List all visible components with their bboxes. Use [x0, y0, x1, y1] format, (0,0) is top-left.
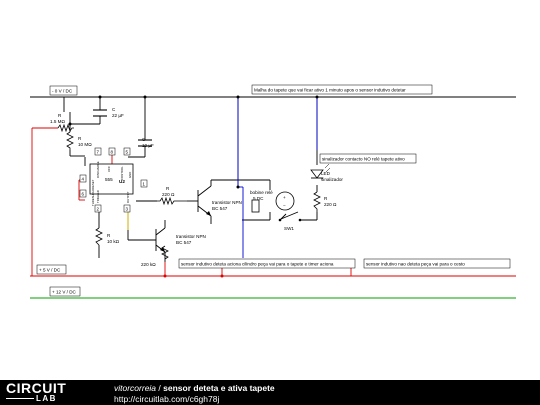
circuit-schematic: - 0 V / DC + 5 V / DC + 12 V / DC Malha …: [30, 84, 516, 299]
relay-coil: bobine relé 5 DC: [250, 190, 273, 213]
resistor-r4: R 220 Ω: [313, 191, 337, 212]
svg-text:BC 547: BC 547: [212, 206, 228, 211]
footer-bar: CIRCUIT LAB vitorcorreia / sensor deteta…: [0, 380, 540, 405]
svg-text:LED: LED: [321, 171, 331, 176]
svg-text:220 kΩ: 220 kΩ: [141, 262, 156, 267]
svg-text:RESET: RESET: [91, 179, 95, 189]
u2-pin-6: [79, 189, 87, 198]
svg-text:sensor indutivo nao deteta peç: sensor indutivo nao deteta peça vai para…: [366, 262, 465, 267]
u2-pin-2: [94, 204, 102, 213]
blue-wires: [237, 97, 318, 258]
svg-text:sinalizador: sinalizador: [321, 177, 343, 182]
timer-u2: 555 U2 7 8 4 6 1 2 3 5 DISCHARGE VCC RES…: [79, 147, 148, 213]
svg-text:2: 2: [97, 207, 100, 212]
circuit-title: vitorcorreia / sensor deteta e ativa tap…: [114, 383, 275, 393]
svg-text:- 0 V / DC: - 0 V / DC: [52, 89, 73, 94]
capacitor-c1: C 22 µF: [93, 107, 124, 118]
svg-text:SW1: SW1: [284, 226, 294, 231]
u2-pin-1: [140, 179, 148, 188]
u2-pin-8: [108, 147, 116, 156]
u2-pin-7: [94, 147, 102, 156]
note-indicator: sinalizador contacto NO relé tapete ativ…: [319, 153, 417, 164]
author-link[interactable]: vitorcorreia: [114, 383, 157, 393]
svg-text:22 µF: 22 µF: [112, 113, 124, 118]
svg-text:R: R: [107, 233, 111, 238]
rail-label-5v: + 5 V / DC: [36, 264, 67, 275]
svg-text:GND: GND: [128, 172, 132, 178]
rail-label-gnd: - 0 V / DC: [49, 85, 78, 96]
resistor-r3: R 220 Ω: [157, 186, 187, 206]
svg-text:555: 555: [105, 177, 113, 182]
resistor-r2: R 10 MΩ: [66, 131, 92, 150]
svg-text:6: 6: [82, 192, 85, 197]
rail-label-12v: + 12 V / DC: [49, 286, 81, 297]
svg-text:R: R: [324, 196, 328, 201]
svg-text:10 MΩ: 10 MΩ: [78, 142, 92, 147]
svg-text:Malha do tapete que vai ficar: Malha do tapete que vai ficar ativo 1 mi…: [254, 88, 406, 93]
project-name[interactable]: sensor deteta e ativa tapete: [163, 383, 275, 393]
circuit-url[interactable]: http://circuitlab.com/c6gh78j: [114, 394, 220, 404]
svg-text:3: 3: [126, 207, 129, 212]
svg-text:1: 1: [143, 182, 146, 187]
svg-text:+ 5 V / DC: + 5 V / DC: [39, 268, 61, 273]
logo-trace: [6, 398, 34, 399]
svg-text:C: C: [142, 137, 146, 142]
svg-text:220 Ω: 220 Ω: [162, 192, 175, 197]
title-separator: /: [156, 383, 164, 393]
svg-text:THRESHOLD: THRESHOLD: [91, 189, 95, 206]
svg-text:8: 8: [111, 150, 114, 155]
svg-text:transistor NPN: transistor NPN: [212, 200, 242, 205]
switch-sw1: + − SW1: [275, 191, 302, 231]
transistor-q2: transistor NPN BC 547: [160, 234, 206, 252]
u2-pin-5: [123, 147, 131, 156]
note-sensor-cylinder: sensor indutivo deteta aciona cilindro p…: [178, 258, 356, 269]
svg-text:BC 547: BC 547: [176, 240, 192, 245]
svg-text:DISCHARGE: DISCHARGE: [96, 161, 100, 178]
svg-text:−: −: [283, 203, 286, 208]
led-indicator: LED sinalizador: [310, 163, 343, 182]
svg-text:10 µF: 10 µF: [142, 143, 154, 148]
svg-text:5 DC: 5 DC: [253, 196, 264, 201]
u2-pin-3: [123, 204, 131, 213]
svg-text:R: R: [166, 186, 170, 191]
capacitor-c2: C 10 µF: [138, 137, 154, 148]
svg-text:R: R: [58, 113, 62, 118]
svg-text:+: +: [283, 195, 286, 200]
svg-text:TRIGGER: TRIGGER: [96, 190, 100, 203]
svg-text:R: R: [78, 136, 82, 141]
svg-text:7: 7: [97, 150, 100, 155]
svg-text:10 kΩ: 10 kΩ: [107, 239, 120, 244]
circuitlab-logo[interactable]: CIRCUIT LAB: [6, 380, 86, 403]
svg-text:sinalizador contacto NO relé t: sinalizador contacto NO relé tapete ativ…: [322, 157, 405, 162]
svg-text:4: 4: [82, 177, 85, 182]
svg-text:bobine relé: bobine relé: [250, 190, 273, 195]
svg-text:transistor NPN: transistor NPN: [176, 234, 206, 239]
junction-dots: [68, 95, 319, 278]
svg-text:CONTROL: CONTROL: [120, 166, 124, 180]
svg-text:220 Ω: 220 Ω: [324, 202, 337, 207]
u2-pin-4: [79, 174, 87, 183]
svg-text:sensor indutivo deteta aciona: sensor indutivo deteta aciona cilindro p…: [181, 262, 334, 267]
svg-text:U2: U2: [119, 179, 125, 184]
note-carpet: Malha do tapete que vai ficar ativo 1 mi…: [251, 84, 433, 95]
note-sensor-basket: sensor indutivo nao deteta peça vai para…: [363, 258, 511, 269]
svg-text:1.5 MΩ: 1.5 MΩ: [50, 119, 65, 124]
svg-text:+ 12 V / DC: + 12 V / DC: [52, 290, 77, 295]
red-wires: [30, 127, 516, 277]
svg-text:5: 5: [126, 150, 129, 155]
resistor-r5: R 10 kΩ: [95, 227, 120, 246]
logo-text-top: CIRCUIT: [6, 380, 67, 396]
transistor-q1: transistor NPN BC 547: [206, 200, 242, 216]
svg-text:C: C: [112, 107, 116, 112]
resistor-r6: 220 kΩ: [141, 245, 169, 267]
resistor-r1: R 1.5 MΩ: [50, 113, 74, 133]
logo-text-bottom: LAB: [36, 394, 57, 403]
svg-text:OUTPUT: OUTPUT: [126, 191, 130, 203]
svg-text:VCC: VCC: [107, 166, 111, 172]
